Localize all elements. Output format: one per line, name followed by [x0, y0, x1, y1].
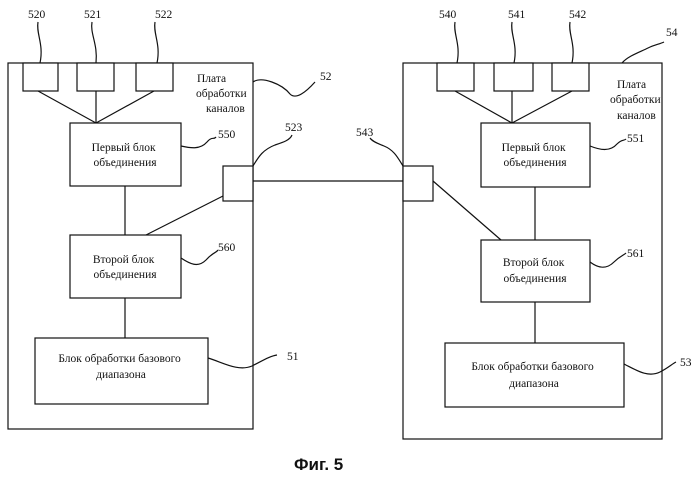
right-port-1-leader [512, 22, 515, 63]
right-port-1-ref: 541 [508, 9, 526, 21]
right-port-2-ref: 542 [569, 9, 587, 21]
right-board: 540 541 542 Плата обработки каналов 54 П… [356, 9, 692, 439]
right-interface-ref: 543 [356, 127, 374, 139]
right-port-0 [437, 63, 474, 91]
left-board-ref: 52 [320, 71, 332, 83]
left-baseband-ref: 51 [287, 351, 299, 363]
right-second-block [481, 240, 590, 302]
right-port-0-ref: 540 [439, 9, 457, 21]
left-second-block [70, 235, 181, 298]
right-port-0-leader [455, 22, 458, 63]
left-port-1-ref: 521 [84, 9, 102, 21]
left-port-1-leader [92, 22, 97, 63]
left-interface-leader [253, 135, 292, 166]
left-interface [223, 166, 253, 201]
left-port-2-ref: 522 [155, 9, 173, 21]
right-port-2-leader [570, 22, 573, 63]
left-interface-ref: 523 [285, 122, 303, 134]
right-board-ref: 54 [666, 27, 678, 39]
right-interface [403, 166, 433, 201]
figure-caption: Фиг. 5 [294, 455, 343, 474]
right-baseband-ref: 53 [680, 357, 692, 369]
right-baseband-block [445, 343, 624, 407]
left-first-block-ref: 550 [218, 129, 236, 141]
right-second-block-ref: 561 [627, 248, 645, 260]
left-port-1 [77, 63, 114, 91]
right-interface-leader [370, 138, 403, 166]
left-port-0 [23, 63, 58, 91]
right-first-block-ref: 551 [627, 133, 645, 145]
left-second-block-ref: 560 [218, 242, 236, 254]
left-first-block [70, 123, 181, 186]
right-port-2 [552, 63, 589, 91]
right-board-leader [622, 42, 664, 63]
right-first-block [481, 123, 590, 187]
left-board: 520 521 522 Плата обработки каналов 52 П… [8, 9, 332, 429]
left-port-0-leader [38, 22, 41, 63]
left-board-leader [253, 80, 315, 96]
right-port-1 [494, 63, 533, 91]
left-port-2 [136, 63, 173, 91]
left-port-0-ref: 520 [28, 9, 46, 21]
left-port-2-leader [155, 22, 158, 63]
